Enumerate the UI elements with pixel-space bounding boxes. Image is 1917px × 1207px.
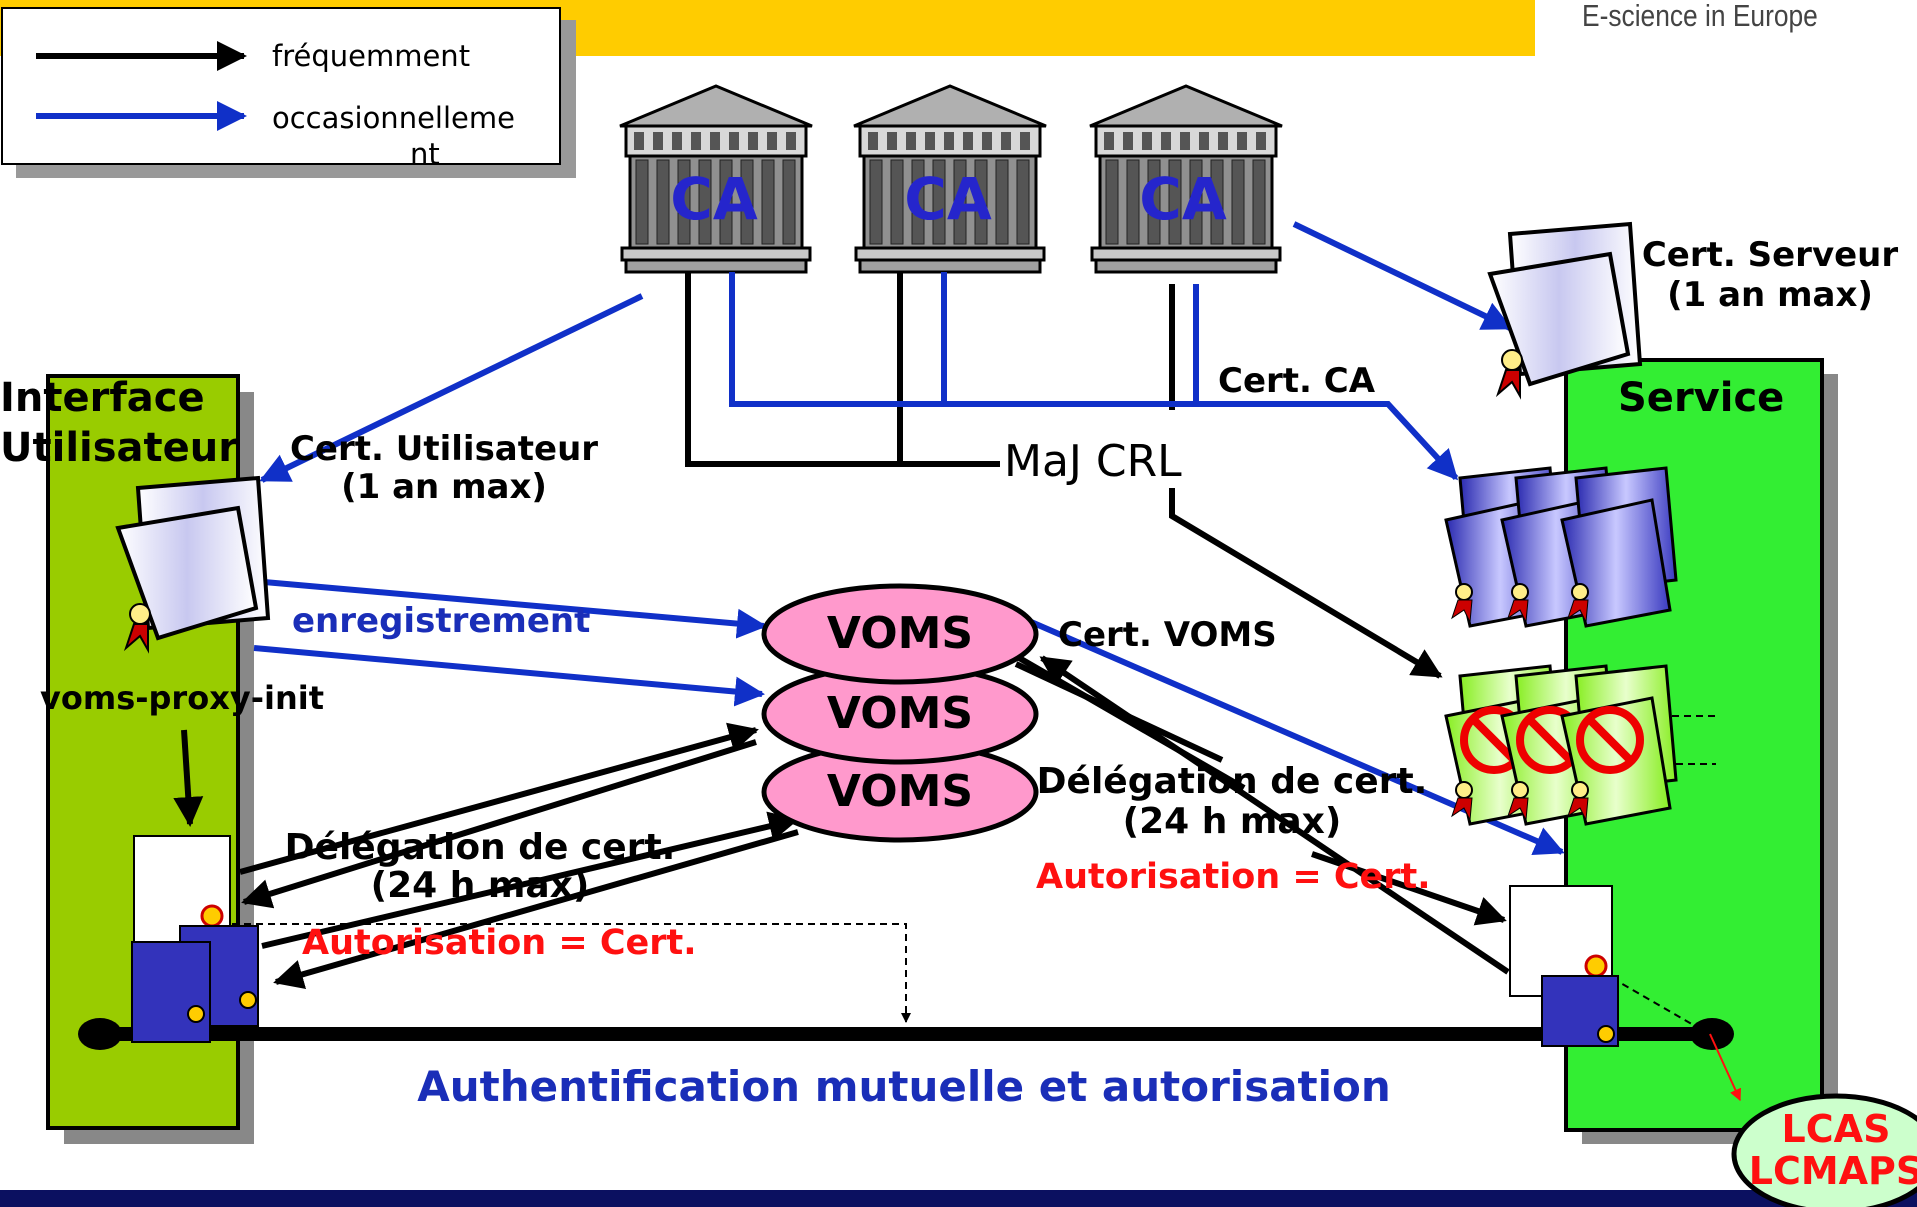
crl-label: MaJ CRL — [1004, 436, 1182, 487]
voms-label-1: VOMS — [826, 608, 974, 659]
ca-label-1: CA — [670, 165, 758, 233]
cert-server-label-2: (1 an max) — [1667, 275, 1873, 315]
user-certificate-icon — [115, 475, 271, 654]
ca-label-3: CA — [1139, 165, 1227, 233]
cert-server-label-1: Cert. Serveur — [1641, 235, 1899, 275]
lcas-label: LCAS — [1781, 1107, 1891, 1151]
ca-to-user-arrow — [259, 293, 644, 483]
registration-label: enregistrement — [292, 601, 591, 641]
voms-server-node — [761, 583, 1039, 685]
authz-right-label: Autorisation = Cert. — [1036, 857, 1431, 897]
cert-user-label-1: Cert. Utilisateur — [289, 429, 599, 469]
voms-label-3: VOMS — [826, 766, 974, 817]
ca-certificate-icon — [1560, 466, 1678, 628]
ca-to-server-arrow — [1292, 221, 1513, 331]
user-proxy-icon — [131, 835, 259, 1043]
footer-band — [0, 1190, 1917, 1207]
voms-label-2: VOMS — [826, 688, 974, 739]
lcas-arrow — [1709, 1033, 1741, 1102]
left-delegation-arrows — [239, 722, 799, 989]
cert-user-label-2: (1 an max) — [341, 467, 547, 507]
legend — [1, 7, 576, 178]
delegation-left-label-1: Délégation de cert. — [284, 827, 676, 868]
mutual-auth-bus — [78, 1018, 1734, 1050]
lcmaps-label: LCMAPS — [1748, 1149, 1917, 1193]
proxy-init-label: voms-proxy-init — [40, 679, 324, 717]
ui-title-line2: Utilisateur — [0, 425, 238, 471]
ca-building-icon — [853, 84, 1047, 274]
authz-dashed — [232, 715, 1716, 1031]
delegation-right-label-1: Délégation de cert. — [1036, 761, 1428, 802]
revoked-certificate-icon — [1560, 664, 1678, 826]
right-delegation-arrows — [1000, 645, 1510, 975]
ca-building-icon — [619, 84, 813, 274]
delegation-right-label-2: (24 h max) — [1122, 801, 1342, 842]
mutual-auth-label: Authentification mutuelle et autorisatio… — [417, 1062, 1391, 1111]
ui-title-line1: Interface — [0, 375, 205, 421]
ca-label-2: CA — [904, 165, 992, 233]
proxy-init-arrow — [173, 729, 204, 827]
service-proxy-icon — [1509, 885, 1619, 1047]
server-certificate-icon — [1487, 221, 1643, 400]
registration-arrow-2 — [253, 645, 765, 707]
ca-cert-bus — [729, 272, 1459, 481]
registration-arrow — [263, 579, 767, 639]
cert-ca-label: Cert. CA — [1218, 361, 1376, 401]
brand-text: E-science in Europe — [1582, 0, 1818, 33]
lcas-lcmaps-node — [1731, 1093, 1917, 1207]
legend-frequent-label: fréquemment — [272, 39, 471, 73]
legend-occasional-label: occasionnelleme — [272, 101, 515, 135]
cert-voms-label: Cert. VOMS — [1058, 615, 1277, 655]
crl-bus — [685, 272, 1443, 679]
delegation-left-label-2: (24 h max) — [370, 865, 590, 906]
ca-building-icon — [1089, 84, 1283, 274]
legend-occasional-label-cont: nt — [410, 137, 440, 171]
authz-left-label: Autorisation = Cert. — [302, 923, 697, 963]
service-title: Service — [1618, 375, 1785, 421]
